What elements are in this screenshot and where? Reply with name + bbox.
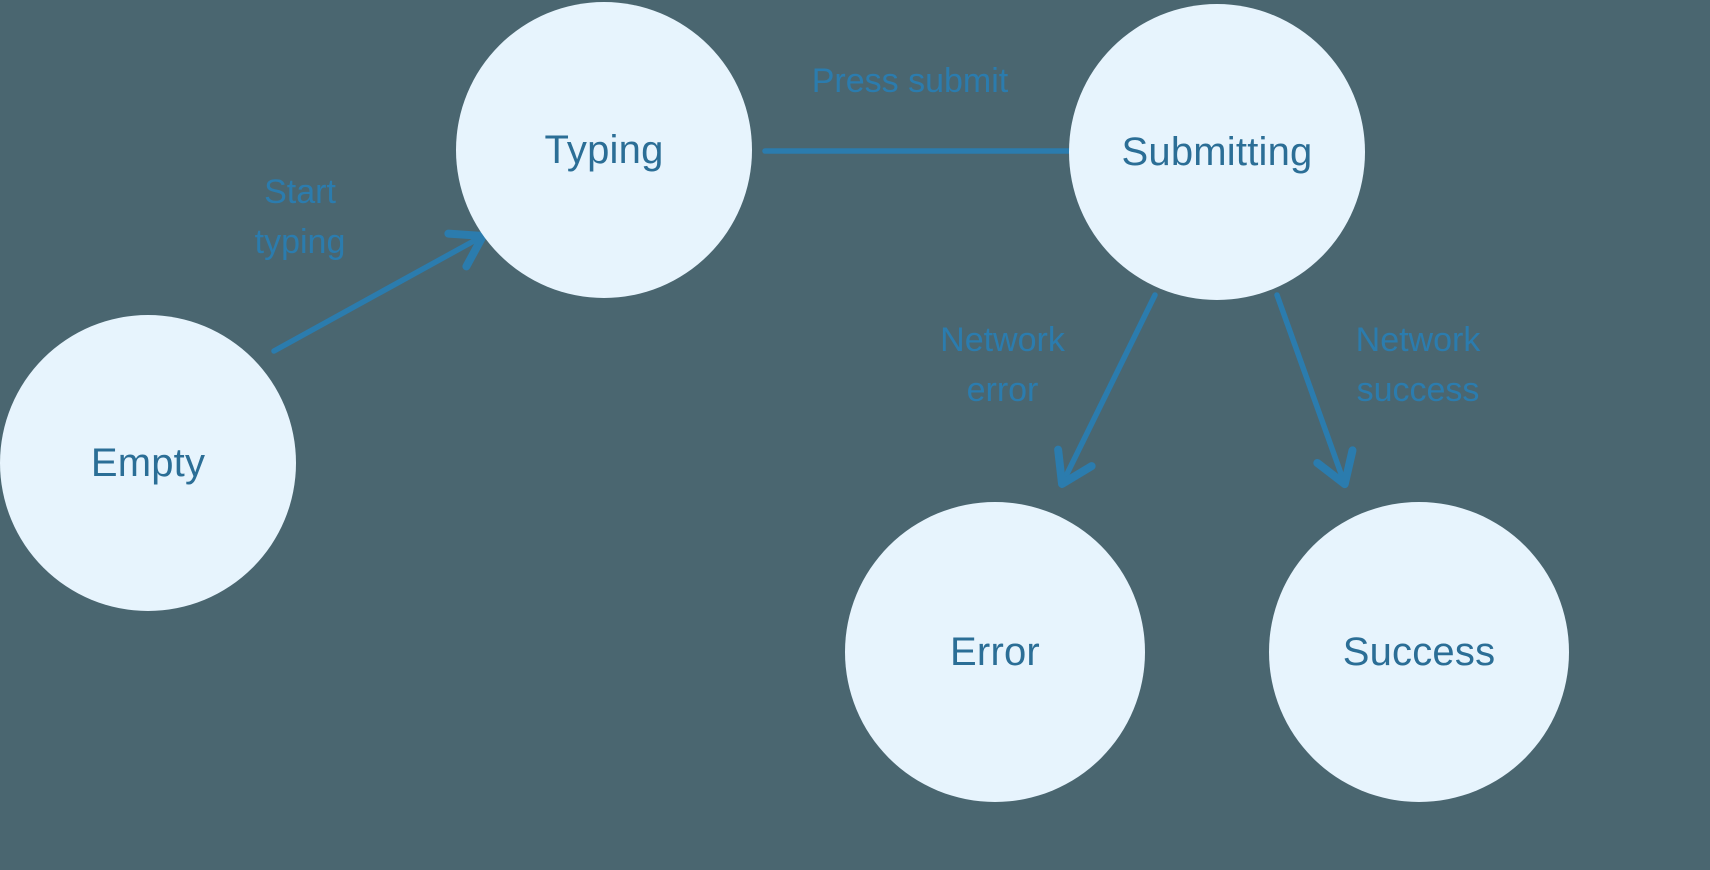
state-node-label: Empty [90,440,206,485]
edge-label-network-success: Network success [1355,321,1481,409]
edge-label-start-typing: Start typing [254,173,346,261]
edge-label-press-submit: Press submit [811,62,1009,100]
state-node-label: Submitting [1121,129,1313,174]
state-node-success[interactable]: Success [1269,502,1569,802]
state-node-error[interactable]: Error [845,502,1145,802]
edge-start-typing [271,229,487,354]
state-node-label: Typing [544,127,664,172]
state-node-label: Error [950,629,1040,674]
edge-label-network-error: Network error [940,321,1065,409]
state-node-label: Success [1342,629,1496,674]
edge-network-error [1054,292,1158,488]
edge-network-success [1274,292,1357,489]
state-node-submitting[interactable]: Submitting [1069,4,1365,300]
state-node-empty[interactable]: Empty [0,315,296,611]
state-node-typing[interactable]: Typing [456,2,752,298]
